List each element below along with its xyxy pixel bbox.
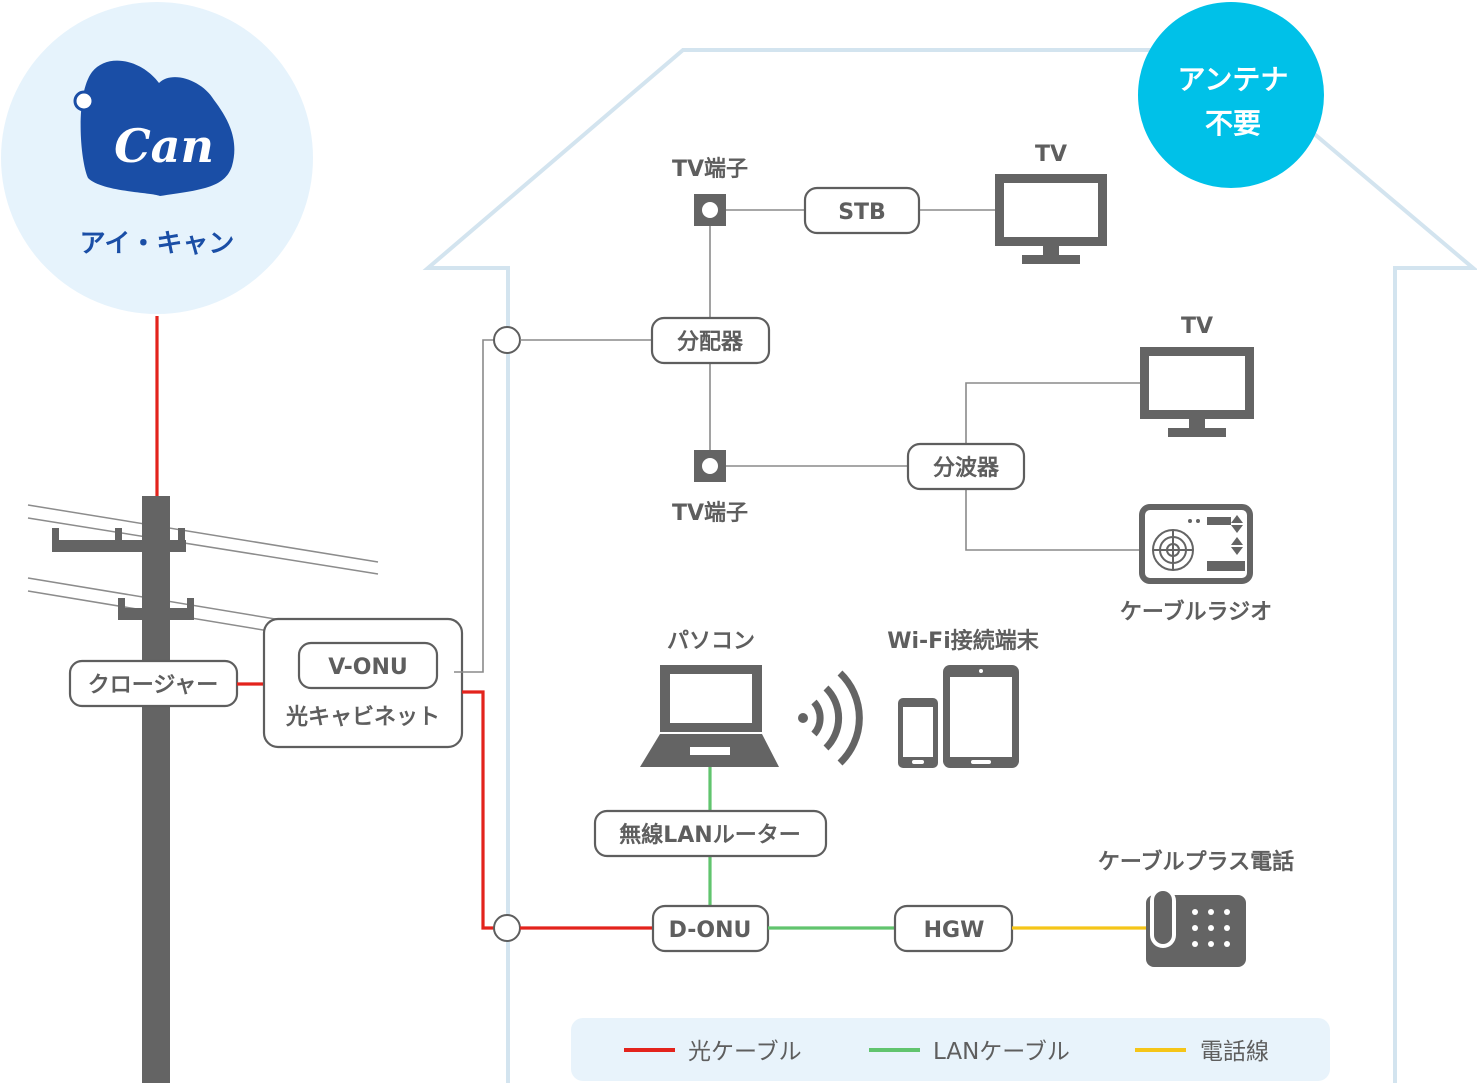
splitter-label: 分配器 (677, 330, 744, 355)
router-label: 無線LANルーター (619, 822, 800, 848)
tablet-icon (943, 665, 1019, 768)
v-onu-label: V-ONU (328, 655, 408, 680)
coax-line-cabinet (454, 339, 494, 673)
hgw-label: HGW (924, 918, 985, 943)
tv-top-label: TV (1035, 142, 1067, 167)
v-onu-box (297, 641, 439, 690)
fiber-line-cabinet-socket (462, 690, 494, 930)
d-onu-label: D-ONU (669, 918, 752, 943)
pc-label: パソコン (667, 629, 755, 654)
wall-socket-upper (493, 326, 521, 354)
coax-line-wave-tv (965, 382, 1140, 444)
wall-socket-lower (493, 914, 521, 942)
logo-heart-icon (80, 60, 235, 196)
wifi-devices-label: Wi-Fi接続端末 (887, 628, 1040, 654)
legend: 光ケーブル LANケーブル 電話線 (571, 1018, 1330, 1081)
tv-terminal-top-icon (694, 194, 726, 226)
cable-radio-label: ケーブルラジオ (1120, 599, 1272, 625)
stb-label: STB (838, 200, 886, 225)
badge-line2: 不要 (1205, 107, 1261, 140)
router-box (593, 809, 828, 858)
telephone-icon (1146, 888, 1246, 967)
tv-top-icon (995, 174, 1107, 264)
utility-pole (27, 496, 379, 1083)
coax-line-wave-radio (965, 489, 1142, 551)
house-outline (422, 48, 1477, 1083)
badge-line1: アンテナ (1178, 63, 1289, 96)
stb-box (803, 186, 921, 235)
tv-right-label: TV (1181, 314, 1213, 339)
logo-dot-icon (73, 90, 95, 112)
antenna-free-badge: アンテナ 不要 (1138, 2, 1324, 188)
tv-terminal-bottom-icon (694, 450, 726, 482)
logo-name: アイ・キャン (80, 229, 235, 259)
tv-right-icon (1140, 347, 1254, 437)
logo: Can アイ・キャン (1, 2, 313, 314)
wave-splitter-box (906, 442, 1026, 491)
legend-label-fiber: 光ケーブル (688, 1039, 802, 1065)
splitter-box (650, 316, 771, 365)
tv-terminal-bottom-label: TV端子 (672, 501, 748, 526)
legend-label-lan: LANケーブル (933, 1039, 1070, 1065)
cable-radio-icon (1139, 504, 1253, 584)
closure-label: クロージャー (88, 673, 218, 698)
wave-splitter-label: 分波器 (933, 456, 1000, 481)
logo-brand-text: Can (114, 119, 214, 173)
tv-terminal-top-label: TV端子 (672, 157, 748, 182)
smartphone-icon (898, 698, 938, 768)
laptop-icon (640, 665, 779, 767)
phone-label: ケーブルプラス電話 (1098, 849, 1294, 875)
cabinet-label: 光キャビネット (285, 705, 440, 730)
legend-label-phone: 電話線 (1200, 1039, 1269, 1065)
wifi-signal-icon (798, 670, 863, 766)
